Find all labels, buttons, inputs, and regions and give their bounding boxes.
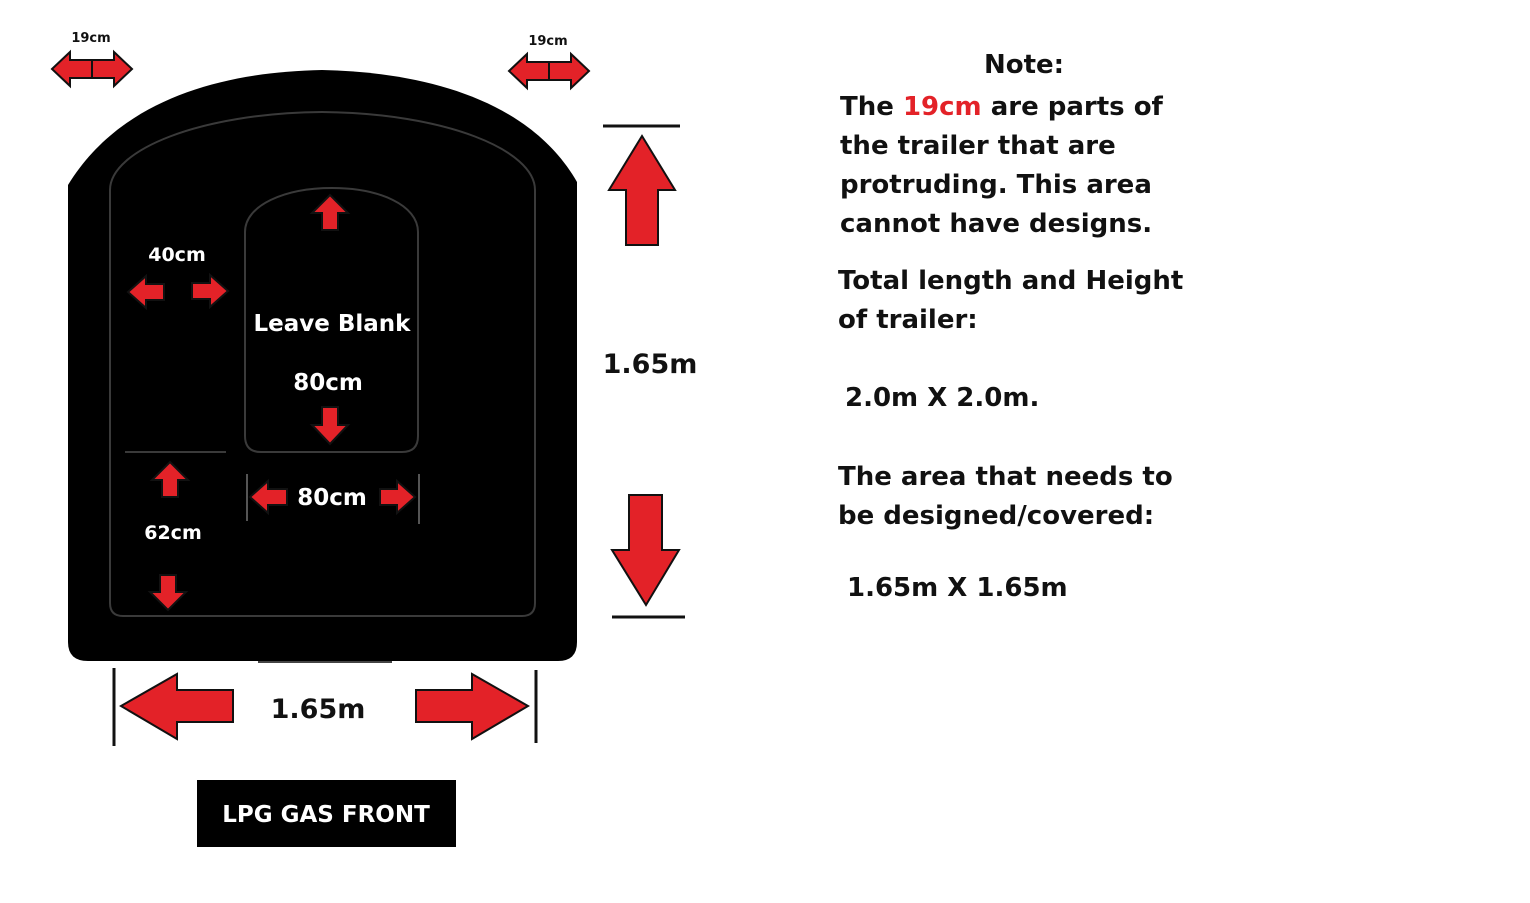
note-heading: Note: (984, 50, 1065, 80)
design-area-value: 1.65m X 1.65m (847, 573, 1068, 603)
width-arrow-left (119, 672, 234, 741)
width-label: 1.65m (271, 694, 366, 725)
height-label: 1.65m (603, 349, 698, 380)
blank-up-arrow (309, 193, 351, 231)
blank-area-label: Leave Blank (254, 311, 412, 337)
width-arrow-right (415, 672, 530, 741)
note-suffix: are parts of the trailer that are protru… (840, 92, 1163, 239)
side-margin-arrow-left (126, 273, 165, 311)
height-arrow-up (607, 134, 677, 246)
leave-blank-outline (244, 186, 419, 453)
blank-height-label: 80cm (293, 370, 363, 396)
protrusion-note: The 19cm are parts of the trailer that a… (840, 88, 1200, 244)
design-area-label: The area that needs to be designed/cover… (838, 462, 1173, 531)
lower-left-label: 62cm (144, 522, 202, 544)
protrusion-left-label: 19cm (71, 31, 110, 46)
diagram-title: LPG GAS FRONT (222, 802, 430, 828)
protrusion-right-label: 19cm (528, 34, 567, 49)
note-highlight: 19cm (902, 92, 982, 122)
total-size-label: Total length and Height of trailer: (838, 266, 1184, 335)
lower-left-arrow-up (149, 460, 191, 498)
side-margin-label: 40cm (148, 244, 206, 266)
blank-height-arrow (309, 406, 351, 446)
protrusion-right-arrow (507, 51, 591, 91)
lower-left-arrow-down (147, 574, 189, 612)
side-margin-arrow-right (191, 272, 230, 310)
inner-panel-outline (109, 110, 536, 617)
title-box (197, 780, 456, 847)
protrusion-left-arrow (50, 49, 134, 89)
total-size-value: 2.0m X 2.0m. (845, 383, 1040, 413)
blank-width-arrow-left (248, 478, 288, 516)
note-prefix: The (840, 92, 894, 122)
blank-width-arrow-right (379, 478, 417, 516)
blank-width-label: 80cm (297, 485, 367, 511)
height-arrow-down (610, 494, 681, 607)
trailer-body (68, 70, 577, 661)
